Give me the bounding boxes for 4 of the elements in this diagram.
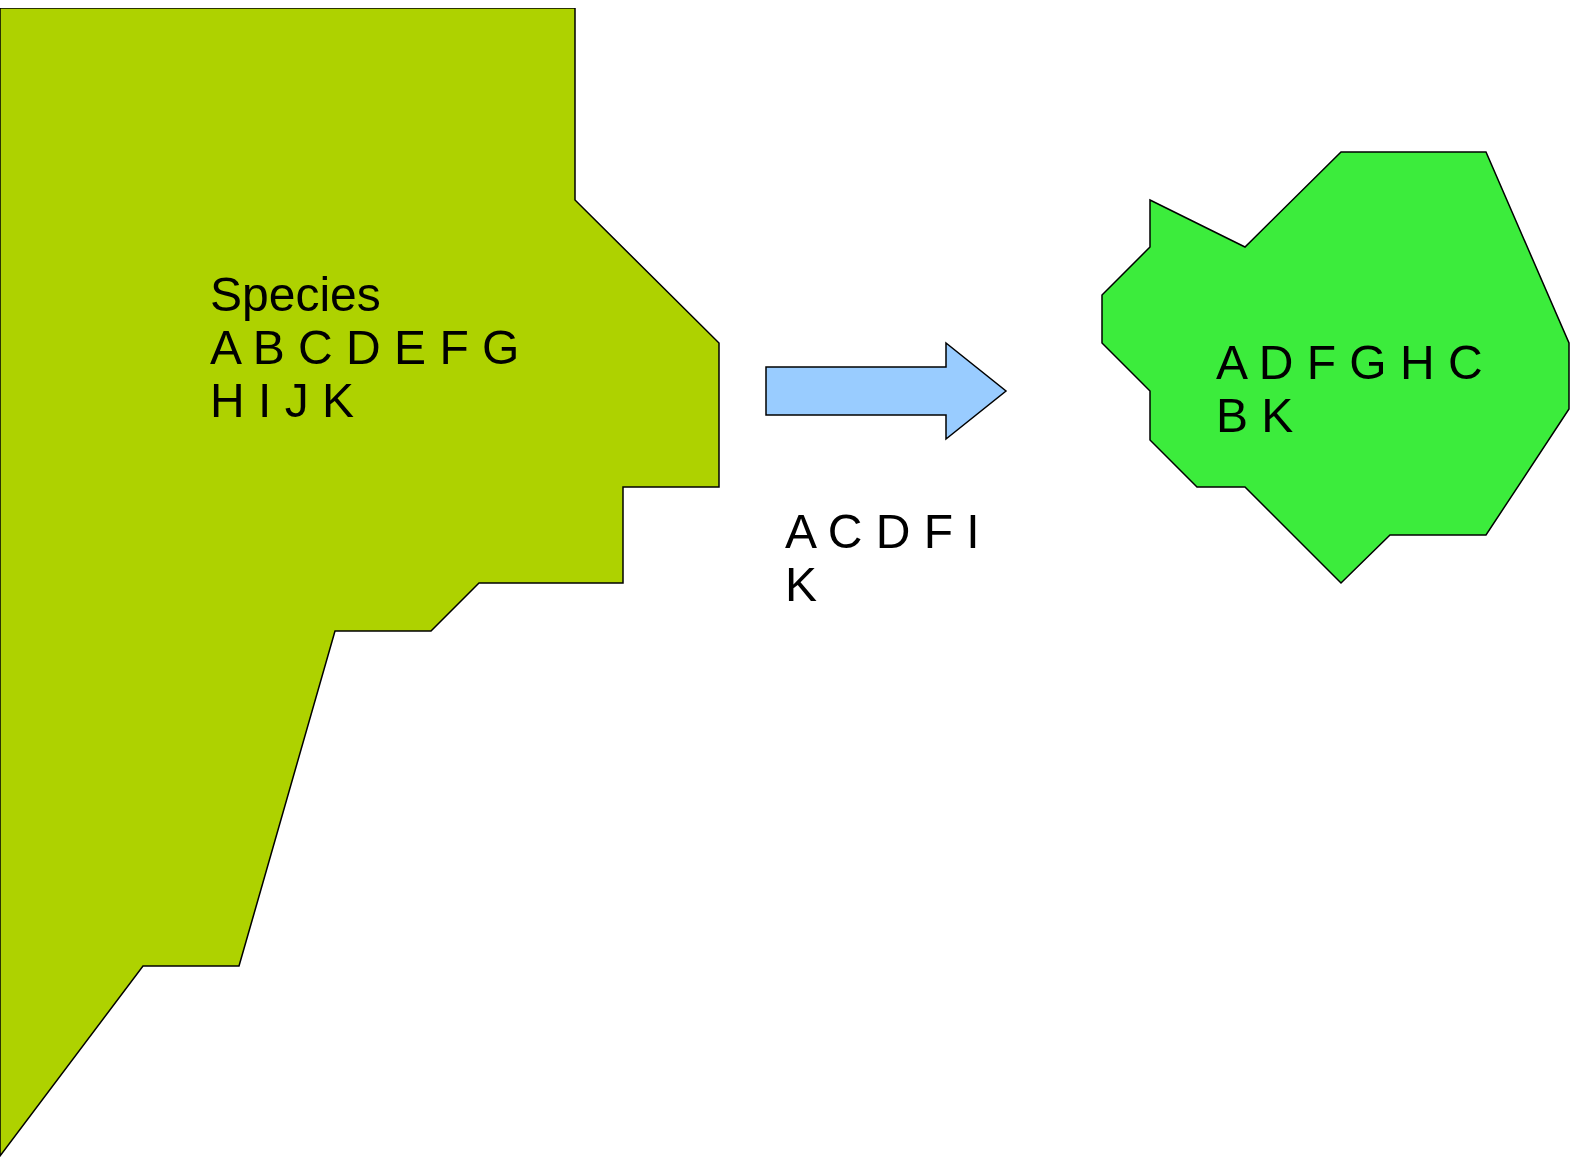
species-list: A B C D E F G H I J K xyxy=(210,321,550,427)
species-list: A D F G H C B K xyxy=(1216,336,1506,442)
block-arrow xyxy=(765,341,1008,441)
heading-text: Species xyxy=(210,268,382,321)
